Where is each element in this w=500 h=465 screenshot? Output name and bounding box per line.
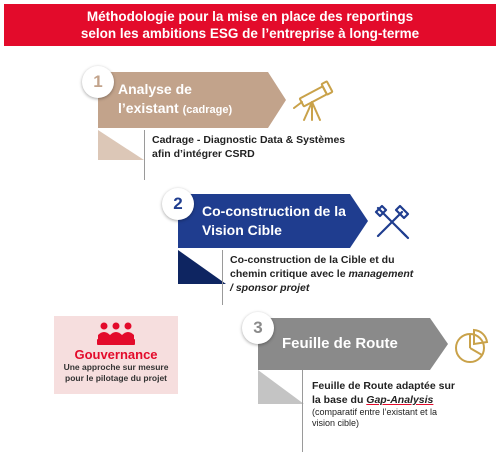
stage-1-title-line1: Analyse de — [118, 81, 192, 97]
stage-3-arrow-body — [258, 318, 448, 370]
tools-icon — [374, 204, 410, 240]
stage-2-title: Co-construction de la Vision Cible — [202, 202, 346, 240]
header-banner: Méthodologie pour la mise en place des r… — [4, 4, 496, 46]
stage-2-line — [222, 250, 223, 305]
telescope-icon — [293, 80, 334, 121]
stage-2-desc-line1: Co-construction de la Cible et du — [230, 254, 395, 266]
stage-2-title-line1: Co-construction de la — [202, 203, 346, 219]
stage-1-number: 1 — [82, 66, 114, 98]
header-line-1: Méthodologie pour la mise en place des r… — [86, 9, 414, 24]
stage-2-desc-line2b: management — [348, 268, 414, 280]
stage-2-description: Co-construction de la Cible et du chemin… — [230, 253, 413, 295]
stage-3: 3 Feuille de Route — [238, 306, 500, 426]
stage-1-desc-line2: afin d’intégrer CSRD — [152, 148, 255, 160]
stage-1-fold — [98, 130, 144, 160]
stage-2-desc-line3: / sponsor projet — [230, 282, 310, 294]
stage-1: 1 Analyse de l’existant (cadrage) — [78, 60, 338, 180]
stage-3-desc-line2a: la base du — [312, 394, 367, 406]
stage-1-title-small: (cadrage) — [182, 104, 233, 116]
stage-1-arrow-body — [98, 72, 286, 128]
stage-1-line — [144, 130, 145, 180]
stage-3-desc-line2b: Gap-Analysis — [366, 394, 434, 406]
team-icon — [97, 322, 135, 345]
stage-3-description: Feuille de Route adaptée sur la base du … — [312, 379, 455, 429]
stage-1-description: Cadrage - Diagnostic Data & Systèmes afi… — [152, 133, 345, 161]
stage-3-line — [302, 370, 303, 452]
stage-3-number: 3 — [242, 312, 274, 344]
stage-3-desc-note1: (comparatif entre l’existant et la — [312, 407, 438, 417]
governance-subtitle-1: Une approche sur mesure — [63, 362, 169, 372]
stage-3-arrow — [258, 318, 448, 404]
stage-1-desc-line1: Cadrage - Diagnostic Data & Systèmes — [152, 134, 346, 146]
stage-1-title: Analyse de l’existant (cadrage) — [118, 80, 232, 120]
governance-box: Gouvernance Une approche sur mesure pour… — [54, 316, 178, 394]
stage-3-fold — [258, 370, 304, 404]
stage-2-title-line2: Vision Cible — [202, 222, 282, 238]
stage-2-number: 2 — [162, 188, 194, 220]
stage-1-title-line2: l’existant — [118, 100, 179, 116]
stage-3-desc-line1: Feuille de Route adaptée sur — [312, 380, 455, 392]
governance-subtitle-2: pour le pilotage du projet — [65, 373, 167, 383]
pie-chart-icon — [455, 328, 489, 363]
stage-3-title: Feuille de Route — [282, 335, 398, 352]
stage-1-arrow — [98, 72, 286, 160]
stage-2-fold — [178, 250, 226, 284]
header-line-2: selon les ambitions ESG de l’entreprise … — [80, 26, 420, 41]
stage-2-arrow — [178, 194, 368, 284]
stage-2: 2 Co-construction de la Vision Cible — [158, 182, 418, 302]
governance-title: Gouvernance — [74, 347, 158, 362]
stage-2-desc-line2a: chemin critique avec le — [230, 268, 349, 280]
stage-3-desc-note2: vision cible) — [312, 418, 360, 428]
stage-2-arrow-body — [178, 194, 368, 248]
